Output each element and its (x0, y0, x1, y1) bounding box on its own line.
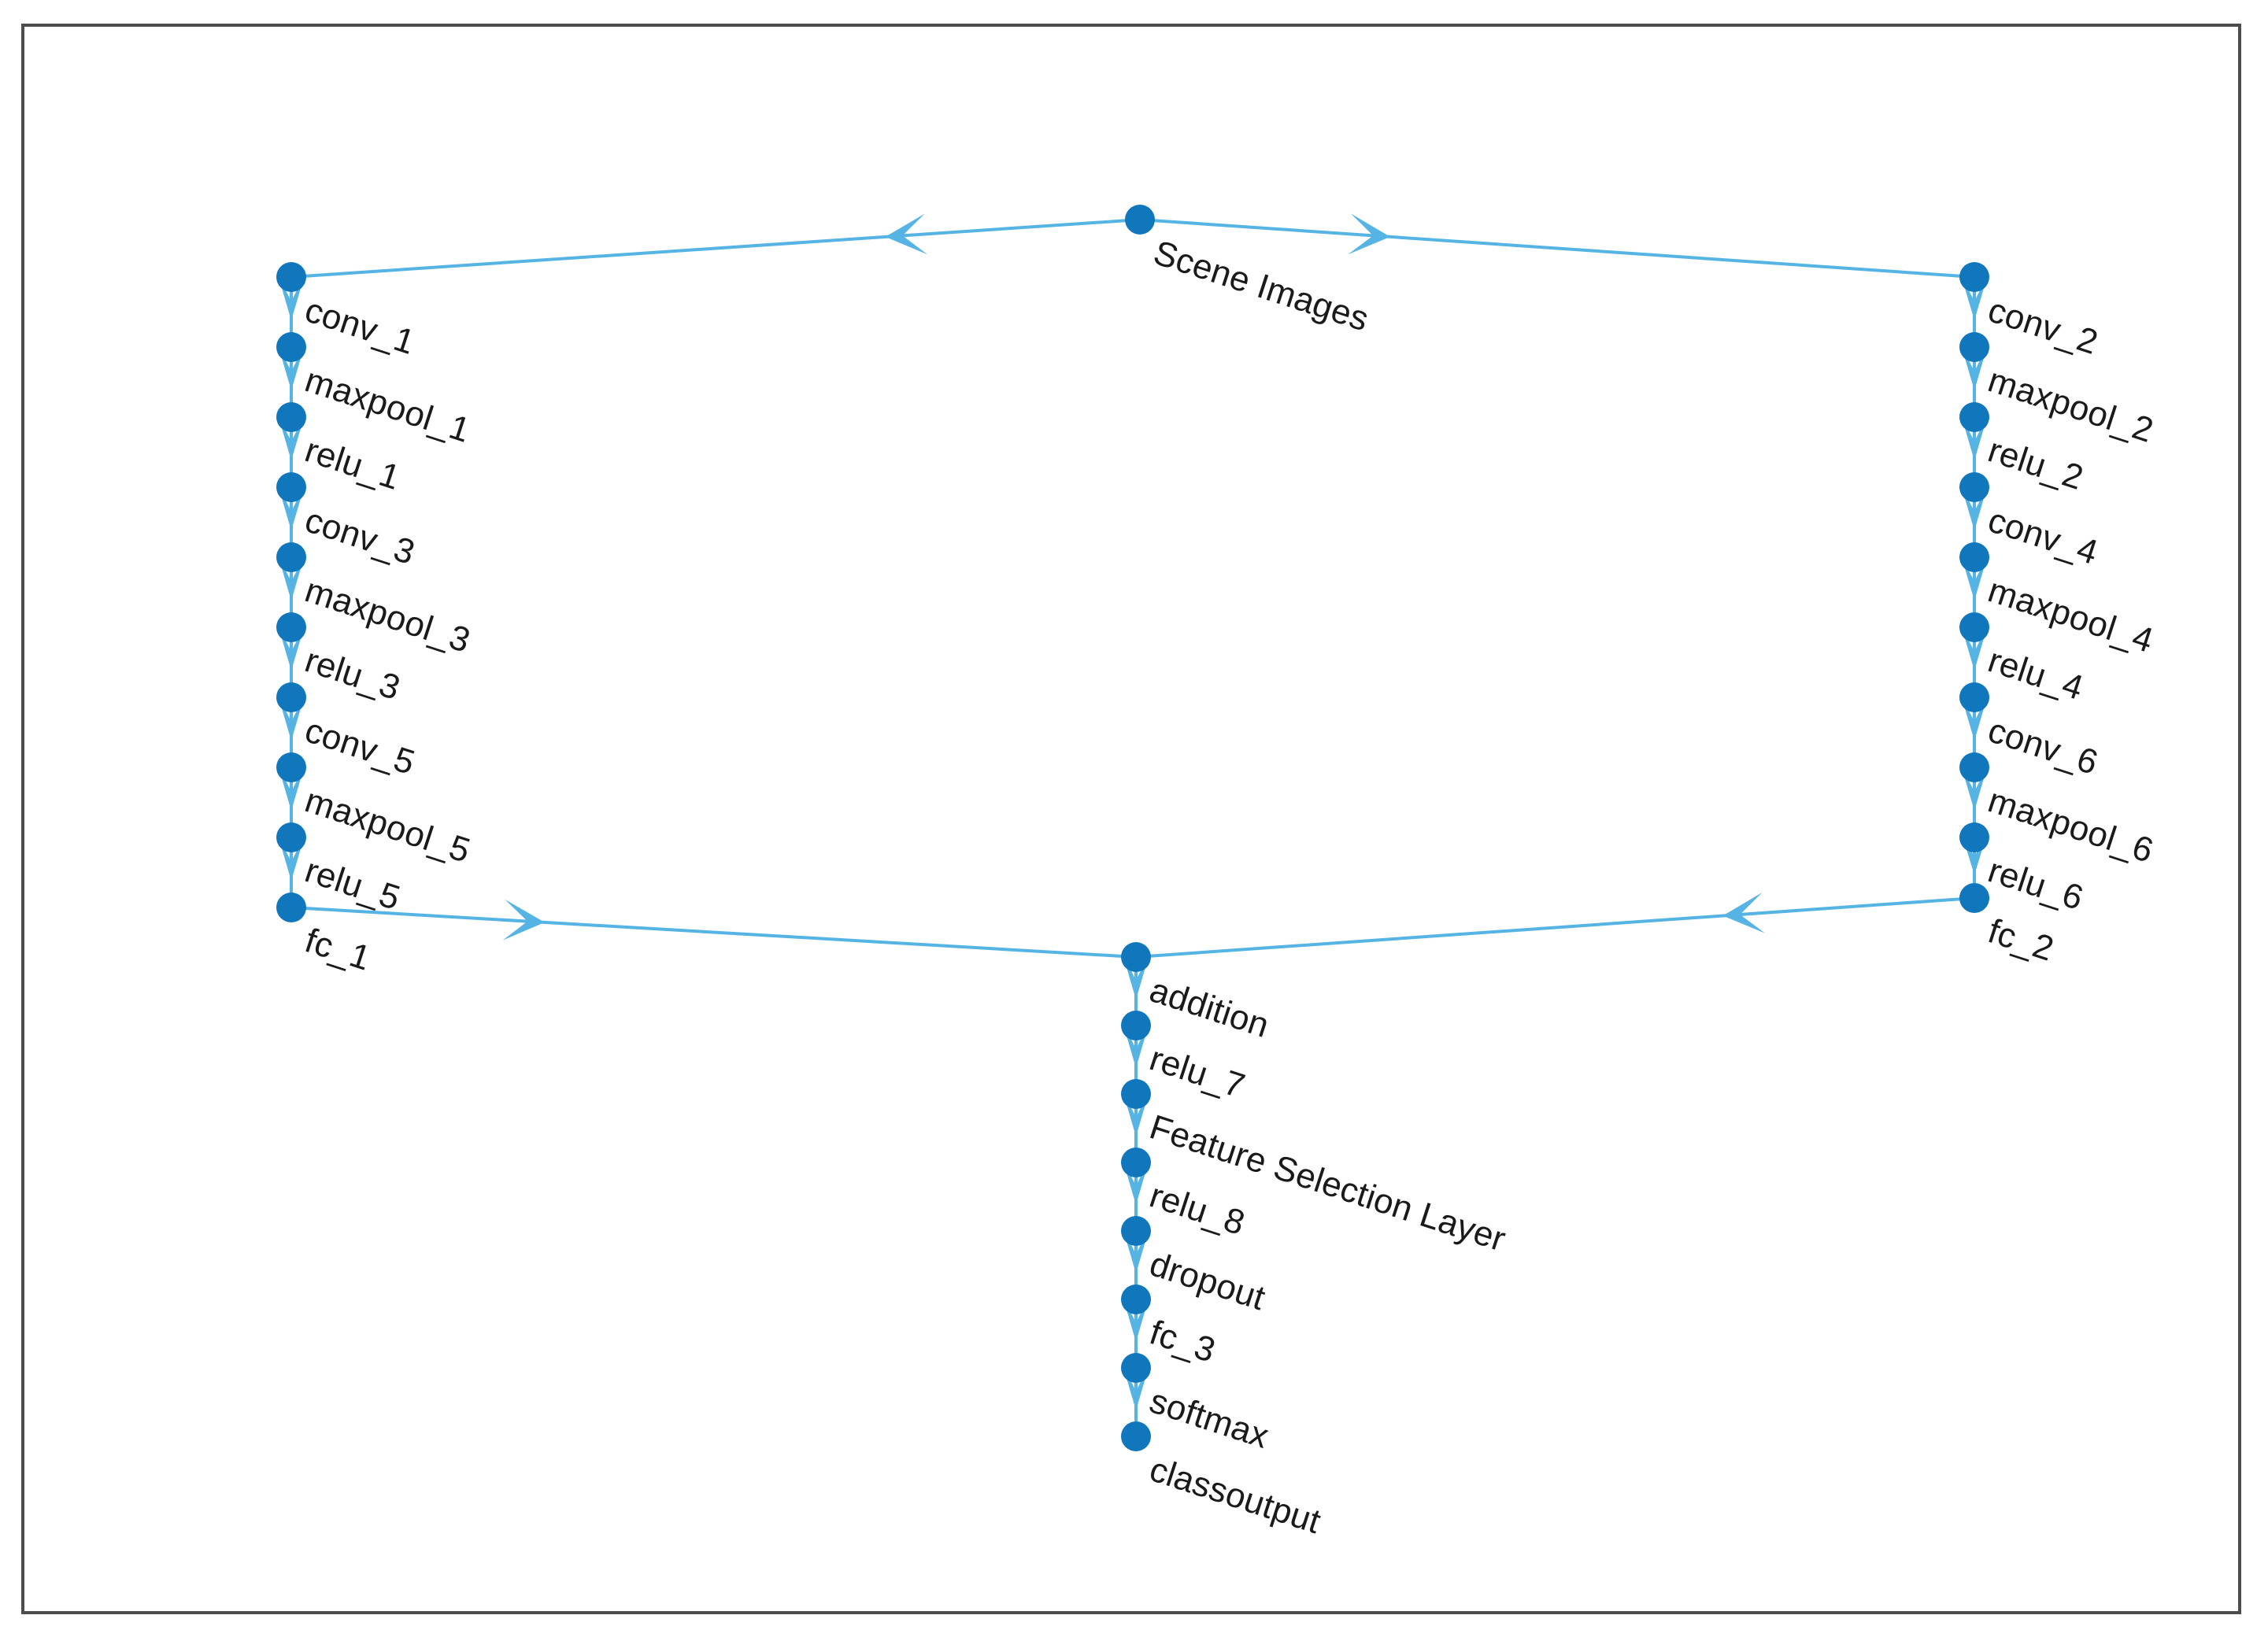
graph-node-conv_2[interactable] (1959, 262, 1989, 292)
edge-arrowhead (1123, 1364, 1149, 1410)
graph-node-softmax[interactable] (1121, 1353, 1151, 1383)
edge-arrowhead (1123, 1159, 1149, 1205)
edge-arrowhead (1123, 1227, 1149, 1273)
graph-node-scene_images[interactable] (1125, 205, 1155, 235)
edge-arrowhead (1961, 485, 1988, 531)
graph-edge (1138, 213, 1976, 279)
graph-node-fc_2[interactable] (1959, 883, 1989, 913)
figure-frame (21, 24, 2241, 1614)
edge-arrowhead (885, 213, 928, 255)
graph-node-classoutput[interactable] (1121, 1421, 1151, 1451)
node-layer (276, 205, 1989, 1451)
graph-edge (290, 213, 1141, 279)
edge-arrowhead (1348, 213, 1390, 255)
graph-node-maxpool_4[interactable] (1959, 542, 1989, 572)
graph-node-relu_2[interactable] (1959, 402, 1989, 432)
graph-node-relu_6[interactable] (1959, 822, 1989, 852)
edge-arrowhead (1961, 695, 1988, 741)
edge-layer (278, 213, 1988, 1438)
graph-node-addition[interactable] (1121, 942, 1151, 972)
edge-arrowhead (278, 415, 305, 461)
edge-arrowhead (1961, 555, 1988, 601)
graph-node-relu_7[interactable] (1121, 1011, 1151, 1040)
graph-node-feature_selection_layer[interactable] (1121, 1079, 1151, 1109)
graph-node-relu_8[interactable] (1121, 1148, 1151, 1177)
graph-node-maxpool_5[interactable] (276, 752, 306, 782)
edge-arrowhead (1961, 275, 1988, 321)
edge-arrowhead (1722, 892, 1766, 933)
edge-arrowhead (278, 275, 305, 321)
graph-node-conv_6[interactable] (1959, 682, 1989, 712)
graph-node-conv_4[interactable] (1959, 472, 1989, 502)
edge-arrowhead (278, 835, 305, 881)
edge-arrowhead (1961, 345, 1988, 391)
graph-node-relu_3[interactable] (276, 612, 306, 642)
graph-node-fc_3[interactable] (1121, 1284, 1151, 1314)
graph-edge (1134, 892, 1976, 959)
graph-node-relu_5[interactable] (276, 822, 306, 852)
edge-arrowhead (1961, 625, 1988, 671)
graph-edge (290, 899, 1138, 959)
edge-arrowhead (1961, 831, 1988, 875)
edge-arrowhead (278, 345, 305, 391)
graph-node-maxpool_6[interactable] (1959, 752, 1989, 782)
edge-arrowhead (1123, 1295, 1149, 1342)
edge-arrowhead (1123, 953, 1149, 1000)
graph-node-relu_4[interactable] (1959, 612, 1989, 642)
edge-arrowhead (502, 899, 545, 941)
graph-node-maxpool_3[interactable] (276, 542, 306, 572)
edge-arrowhead (1961, 765, 1988, 811)
graph-node-maxpool_2[interactable] (1959, 332, 1989, 362)
graph-node-fc_1[interactable] (276, 893, 306, 922)
graph-node-conv_5[interactable] (276, 682, 306, 712)
edge-arrowhead (278, 625, 305, 671)
edge-arrowhead (1123, 1090, 1149, 1137)
edge-arrowhead (278, 555, 305, 601)
edge-arrowhead (1961, 415, 1988, 461)
graph-node-conv_1[interactable] (276, 262, 306, 292)
graph-node-conv_3[interactable] (276, 472, 306, 502)
edge-arrowhead (1123, 1022, 1149, 1068)
graph-node-dropout[interactable] (1121, 1216, 1151, 1246)
edge-arrowhead (278, 485, 305, 531)
edge-arrowhead (278, 765, 305, 811)
graph-node-relu_1[interactable] (276, 402, 306, 432)
graph-node-maxpool_1[interactable] (276, 332, 306, 362)
edge-arrowhead (278, 695, 305, 741)
